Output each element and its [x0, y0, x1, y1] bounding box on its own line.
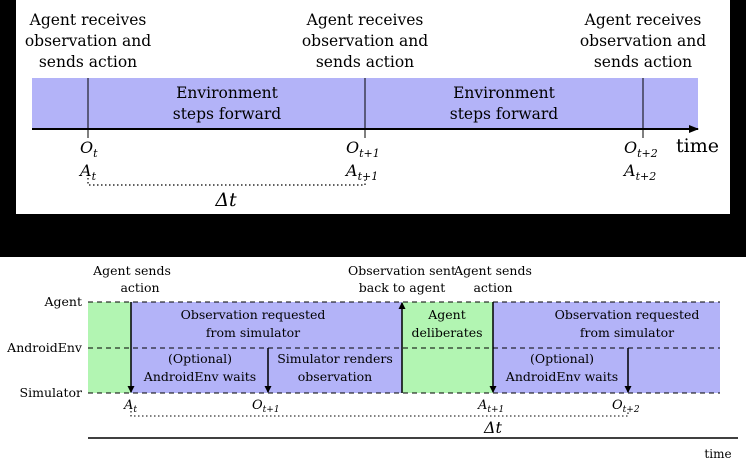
tick-label-o-t1: Ot+1 [252, 398, 280, 415]
block-optional-waits-1: AndroidEnv waits [143, 369, 256, 384]
block-simulator-renders: Simulator renders [277, 351, 393, 366]
block-optional-waits-2: (Optional) [530, 351, 594, 366]
label-agent-sends-2: action [473, 280, 512, 295]
event-label-t2: Agent receives observation and sends act… [580, 11, 706, 71]
event-label-line: Agent receives [29, 11, 147, 29]
delta-t-label: Δt [214, 189, 237, 211]
act-label-t: At [78, 161, 97, 183]
event-label-line: observation and [302, 32, 428, 50]
env-step-2: Environment steps forward [450, 84, 559, 123]
bottom-time-axis-label: time [704, 447, 731, 461]
event-label-line: Agent receives [306, 11, 424, 29]
block-obs-requested-1: from simulator [206, 325, 300, 340]
block-agent-deliberates: Agent [427, 307, 466, 322]
event-label-line: observation and [25, 32, 151, 50]
lane-label-agent: Agent [44, 294, 83, 309]
obs-label-t: Ot [80, 138, 98, 160]
label-obs-sent: back to agent [359, 280, 445, 295]
top-diagram: time Agent receives observation and send… [16, 0, 730, 214]
block-obs-requested-1: Observation requested [181, 307, 326, 322]
tick-label-a-t1: At+1 [477, 398, 504, 415]
block-simulator-renders: observation [298, 369, 372, 384]
block-obs-requested-2: Observation requested [555, 307, 700, 322]
delta-t-bracket [87, 178, 366, 186]
block-obs-requested-2: from simulator [580, 325, 674, 340]
block-optional-waits-2: AndroidEnv waits [505, 369, 618, 384]
env-step-line: steps forward [173, 105, 282, 123]
lane-label-androidenv: AndroidEnv [6, 340, 83, 355]
env-step-line: steps forward [450, 105, 559, 123]
delta-t-label-bottom: Δt [483, 418, 503, 437]
event-label-line: sends action [316, 53, 414, 71]
obs-label-t2: Ot+2 [624, 138, 658, 160]
env-step-line: Environment [453, 84, 556, 102]
env-step-line: Environment [176, 84, 279, 102]
label-agent-sends-1: Agent sends [92, 263, 171, 278]
env-step-1: Environment steps forward [173, 84, 282, 123]
time-axis-label: time [676, 135, 719, 157]
obs-act-labels: Ot At Ot+1 At+1 Ot+2 At+2 [78, 138, 658, 183]
block-optional-waits-1: (Optional) [168, 351, 232, 366]
lane-label-simulator: Simulator [20, 385, 82, 400]
act-label-t2: At+2 [622, 161, 656, 183]
label-obs-sent: Observation sent [348, 263, 456, 278]
bottom-diagram: Agent AndroidEnv Simulator Agent sends a… [0, 257, 746, 464]
event-label-line: observation and [580, 32, 706, 50]
event-label-t1: Agent receives observation and sends act… [302, 11, 428, 71]
obs-label-t1: Ot+1 [346, 138, 380, 160]
event-label-t: Agent receives observation and sends act… [25, 11, 151, 71]
tick-label-a-t: At [123, 398, 137, 415]
event-label-line: sends action [39, 53, 137, 71]
delta-t-bracket-bottom [130, 411, 629, 417]
tick-label-o-t2: Ot+2 [612, 398, 640, 415]
event-label-line: Agent receives [584, 11, 702, 29]
block-agent-deliberates: deliberates [411, 325, 482, 340]
label-agent-sends-1: action [120, 280, 159, 295]
act-label-t1: At+1 [344, 161, 378, 183]
label-agent-sends-2: Agent sends [453, 263, 532, 278]
event-label-line: sends action [594, 53, 692, 71]
